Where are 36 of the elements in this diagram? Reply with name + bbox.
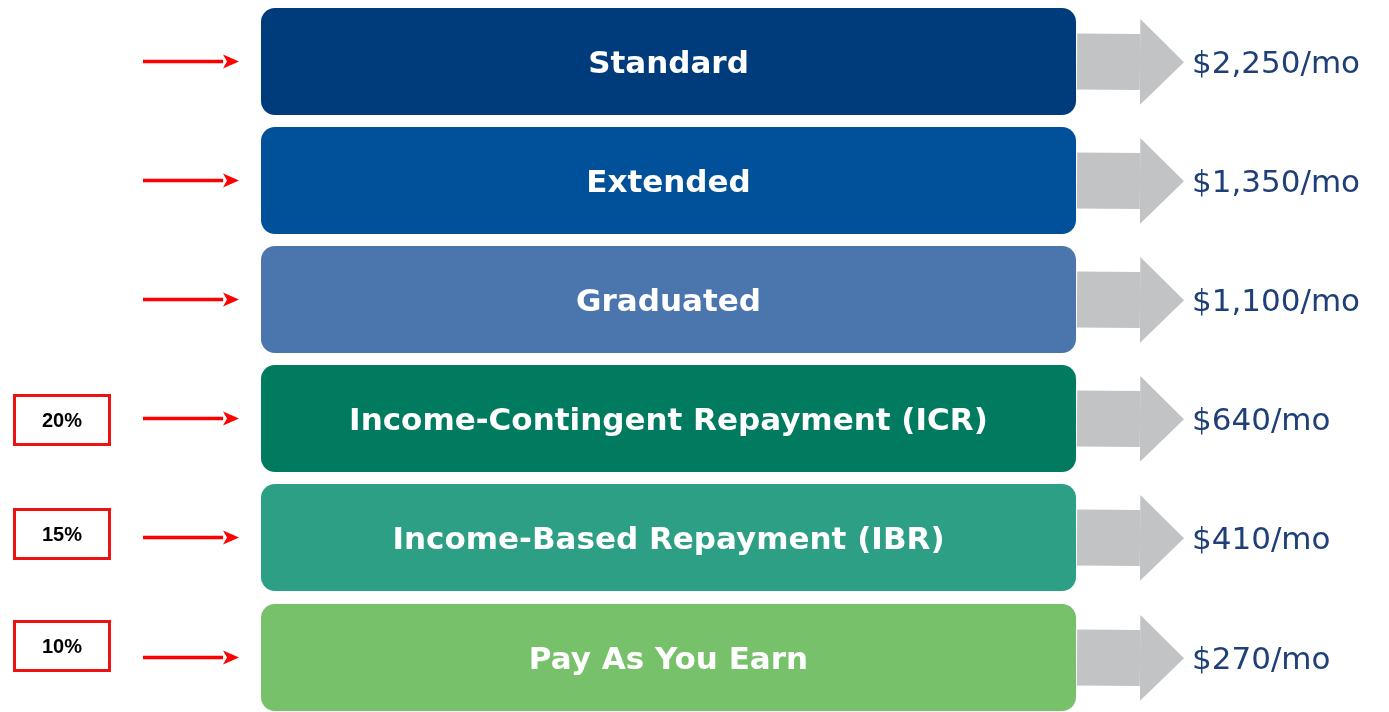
- arrow: [143, 650, 239, 665]
- plan-band: [261, 604, 1076, 711]
- arrow: [143, 292, 239, 307]
- plan-name: Income-Contingent Repayment (ICR): [349, 400, 988, 437]
- percent-label: 20%: [42, 408, 82, 432]
- payment-amount: $1,350/mo: [1192, 163, 1361, 199]
- percent-label: 15%: [42, 522, 82, 546]
- block-arrow: [1076, 376, 1184, 462]
- plan-name: Pay As You Earn: [528, 639, 809, 676]
- plan-band: [261, 127, 1076, 234]
- plan-name: Graduated: [576, 281, 761, 318]
- plan-name: Standard: [588, 43, 749, 80]
- plan-name: Income-Based Repayment (IBR): [392, 519, 945, 556]
- plan-band: [261, 484, 1076, 591]
- plan-band: [261, 365, 1076, 472]
- arrow: [143, 173, 239, 188]
- plan-name: Extended: [586, 162, 751, 199]
- percent-label: 10%: [42, 634, 82, 658]
- block-arrow: [1076, 615, 1184, 701]
- payment-amount: $270/mo: [1192, 640, 1331, 676]
- block-arrow: [1076, 138, 1184, 224]
- payment-amount: $410/mo: [1192, 520, 1331, 556]
- percent-box: [13, 394, 111, 446]
- plan-band: [261, 8, 1076, 115]
- arrow: [143, 530, 239, 545]
- percent-box: [13, 620, 111, 672]
- arrow: [143, 411, 239, 426]
- block-arrow: [1076, 495, 1184, 581]
- payment-amount: $1,100/mo: [1192, 282, 1361, 318]
- payment-amount: $640/mo: [1192, 401, 1331, 437]
- percent-box: [13, 508, 111, 560]
- payment-amount: $2,250/mo: [1192, 44, 1361, 80]
- block-arrow: [1076, 19, 1184, 105]
- plan-band: [261, 246, 1076, 353]
- arrow: [143, 54, 239, 69]
- block-arrow: [1076, 257, 1184, 343]
